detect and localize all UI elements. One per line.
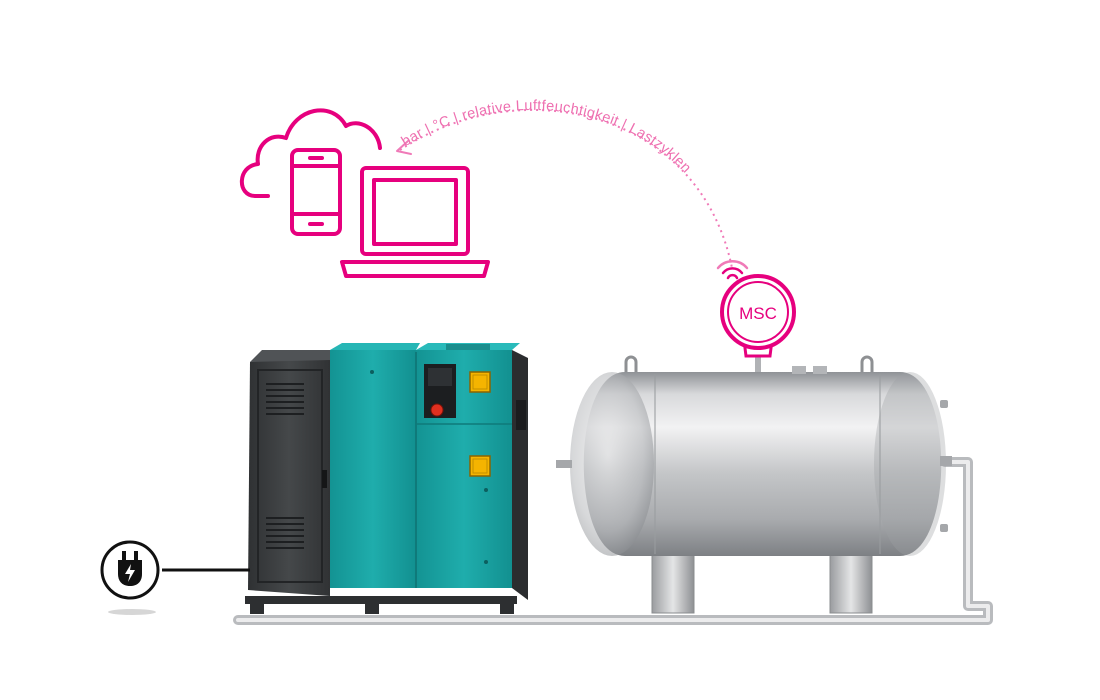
- piping: [233, 457, 993, 625]
- screw-compressor: [245, 343, 528, 614]
- msc-sensor: MSC: [720, 274, 796, 372]
- vent-louvres: [266, 383, 304, 549]
- laptop-icon: [340, 166, 490, 278]
- wifi-signal-icon: [716, 260, 749, 280]
- arc-label: bar | °C | relative Luftfeuchtigkeit | L…: [399, 98, 694, 177]
- air-receiver-tank: [556, 355, 952, 614]
- msc-label: MSC: [739, 304, 777, 323]
- smartphone-icon: [290, 148, 342, 236]
- power-plug-icon: [100, 540, 160, 615]
- cloud-icon: [239, 108, 382, 198]
